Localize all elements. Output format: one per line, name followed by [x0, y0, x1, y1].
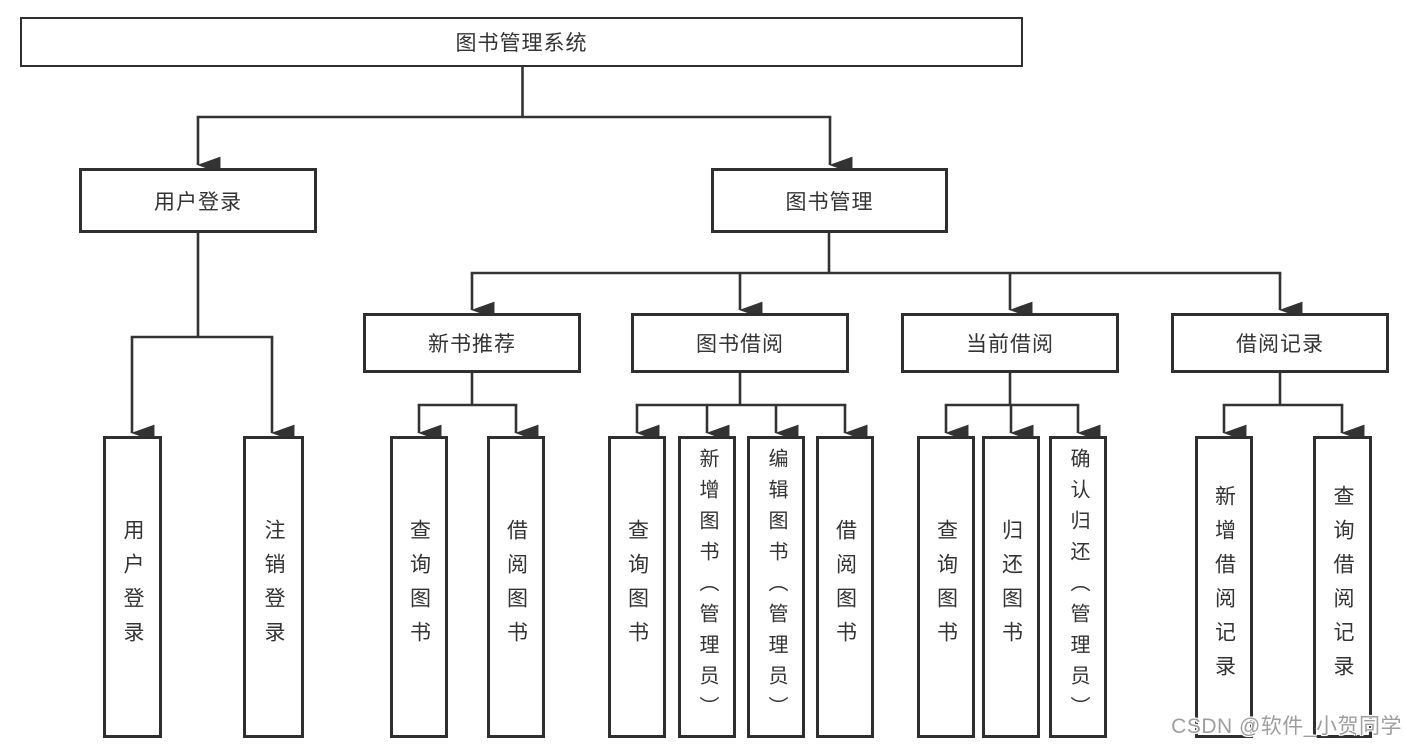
- leaf-query-books-current: 查询图书: [917, 436, 975, 738]
- node-new-book-recommend: 新书推荐: [363, 313, 581, 373]
- node-book-borrowing: 图书借阅: [631, 313, 849, 373]
- leaf-label: 查询图书: [934, 519, 958, 655]
- leaf-confirm-return-admin: 确认归还（管理员）: [1049, 436, 1107, 738]
- leaf-query-borrow-record: 查询借阅记录: [1313, 436, 1372, 738]
- csdn-watermark: CSDN @软件_小贺同学: [1171, 715, 1402, 738]
- leaf-label: 确认归还（管理员）: [1067, 447, 1089, 727]
- leaf-add-borrow-record: 新增借阅记录: [1195, 436, 1253, 738]
- leaf-label: 新增图书（管理员）: [696, 447, 718, 727]
- node-book-management: 图书管理: [711, 168, 948, 233]
- node-label: 图书管理系统: [455, 32, 588, 55]
- node-label: 图书管理: [785, 190, 874, 214]
- node-label: 图书借阅: [696, 333, 784, 356]
- node-label: 当前借阅: [966, 333, 1054, 356]
- leaf-add-books-admin: 新增图书（管理员）: [678, 436, 736, 738]
- node-label: 新书推荐: [428, 333, 516, 356]
- leaf-label: 编辑图书（管理员）: [765, 447, 787, 727]
- node-library-management-system: 图书管理系统: [20, 17, 1023, 67]
- leaf-label: 借阅图书: [504, 519, 528, 655]
- leaf-label: 借阅图书: [833, 519, 857, 655]
- leaf-borrow-books-borrowing: 借阅图书: [816, 436, 874, 738]
- node-label: 借阅记录: [1236, 333, 1324, 356]
- node-label: 用户登录: [154, 190, 242, 214]
- leaf-label: 新增借阅记录: [1212, 485, 1236, 689]
- leaf-user-login: 用户登录: [103, 436, 162, 738]
- node-borrowing-records: 借阅记录: [1171, 313, 1389, 373]
- node-user-login: 用户登录: [79, 168, 317, 233]
- leaf-return-books: 归还图书: [982, 436, 1040, 738]
- leaf-query-books-borrowing: 查询图书: [608, 436, 666, 738]
- leaf-label: 注销登录: [262, 519, 285, 655]
- leaf-label: 查询借阅记录: [1331, 485, 1354, 689]
- leaf-label: 归还图书: [999, 519, 1023, 655]
- leaf-label: 查询图书: [625, 519, 649, 655]
- node-current-borrowing: 当前借阅: [901, 313, 1119, 373]
- leaf-edit-books-admin: 编辑图书（管理员）: [747, 436, 805, 738]
- leaf-query-books-recommend: 查询图书: [390, 436, 448, 738]
- leaf-logout: 注销登录: [243, 436, 304, 738]
- leaf-label: 用户登录: [121, 519, 144, 655]
- leaf-label: 查询图书: [407, 519, 431, 655]
- leaf-borrow-books-recommend: 借阅图书: [487, 436, 545, 738]
